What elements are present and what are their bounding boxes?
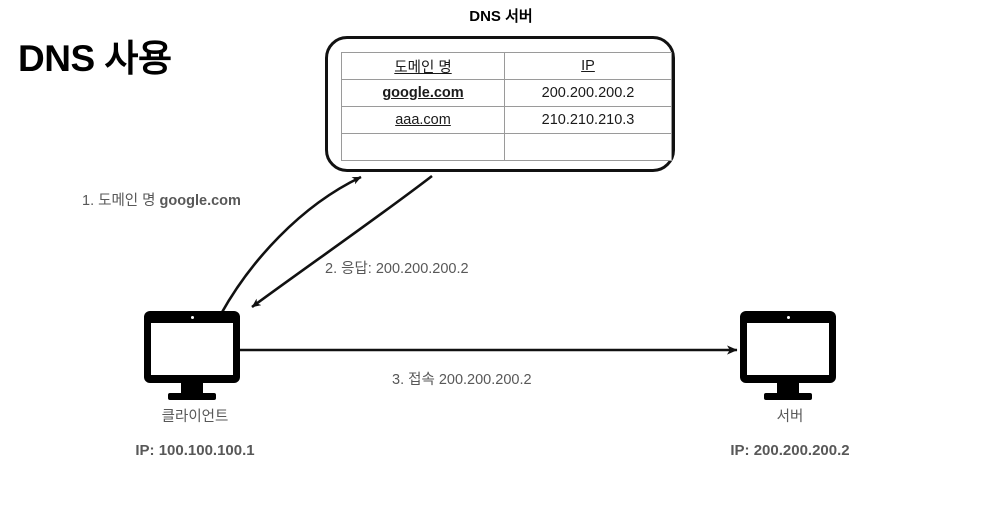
cell-domain (341, 133, 505, 161)
cell-ip: 200.200.200.2 (504, 79, 672, 107)
cell-domain: aaa.com (341, 106, 505, 134)
column-header-ip: IP (504, 52, 672, 80)
client-monitor-icon (144, 311, 240, 401)
webcam-dot (190, 316, 194, 319)
monitor-frame (144, 311, 240, 383)
server-monitor-icon (740, 311, 836, 401)
monitor-neck (777, 383, 799, 395)
monitor-base (764, 393, 812, 400)
step-3-label: 3. 접속 200.200.200.2 (392, 372, 532, 388)
page-title: DNS 사용 (18, 38, 172, 79)
table-row: aaa.com 210.210.210.3 (341, 106, 672, 134)
server-label: 서버 (776, 409, 804, 425)
monitor-screen (151, 323, 233, 375)
webcam-dot (786, 316, 790, 319)
monitor-base (168, 393, 216, 400)
cell-domain: google.com (341, 79, 505, 107)
server-ip-label: IP: 200.200.200.2 (730, 442, 850, 459)
monitor-neck (181, 383, 203, 395)
table-row: google.com 200.200.200.2 (341, 79, 672, 107)
client-ip-label: IP: 100.100.100.1 (135, 442, 255, 459)
column-header-domain: 도메인 명 (341, 52, 505, 80)
dns-server-caption: DNS 서버 (469, 8, 533, 25)
cell-ip (504, 133, 672, 161)
step-2-label: 2. 응답: 200.200.200.2 (325, 261, 469, 277)
table-header-row: 도메인 명 IP (341, 52, 672, 80)
cell-ip: 210.210.210.3 (504, 106, 672, 134)
arrow-step2-response (251, 174, 433, 309)
client-label: 클라이언트 (161, 409, 229, 425)
dns-record-table: 도메인 명 IP google.com 200.200.200.2 aaa.co… (341, 52, 672, 161)
monitor-frame (740, 311, 836, 383)
monitor-screen (747, 323, 829, 375)
arrow-step1-query (219, 175, 362, 315)
table-row-empty (341, 133, 672, 161)
step-1-label: 1. 도메인 명 google.com (82, 193, 241, 209)
